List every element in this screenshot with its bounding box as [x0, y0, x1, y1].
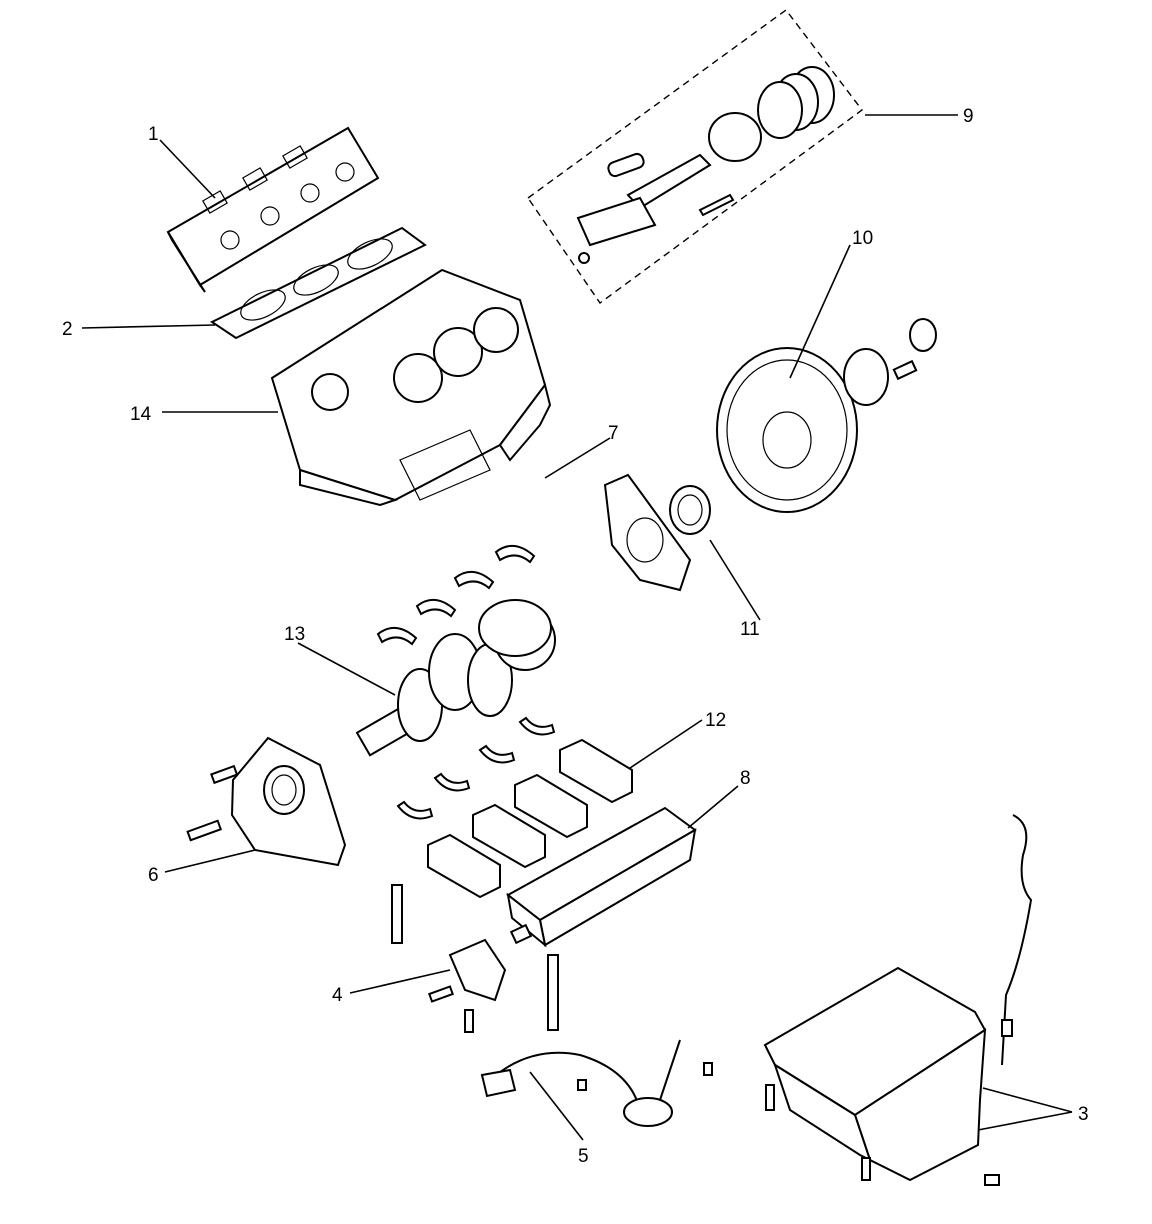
- callout-3: 3: [1078, 1104, 1089, 1125]
- callout-11: 11: [740, 619, 760, 640]
- dipstick: [1001, 814, 1033, 1066]
- leader-lines: [81, 114, 1073, 1141]
- callout-4: 4: [332, 985, 343, 1006]
- callout-8: 8: [740, 768, 751, 789]
- piston-assembly: [527, 9, 863, 304]
- callout-labels: 1 2 3 4 5 6 7 8 9 10 11 12 13 14: [62, 106, 1089, 1167]
- oil-pickup-tube: [480, 1039, 713, 1127]
- oil-pump-drive: [428, 938, 507, 1033]
- main-bearing-caps: [391, 738, 633, 944]
- callout-12: 12: [705, 710, 726, 731]
- bedplate: [506, 806, 697, 1031]
- head-gasket: [210, 226, 427, 340]
- callout-10: 10: [852, 228, 873, 249]
- flywheel: [716, 318, 937, 513]
- callout-7: 7: [608, 423, 619, 444]
- callout-13: 13: [284, 624, 305, 645]
- crankshaft: [355, 599, 556, 757]
- rear-seal-housing: [603, 473, 711, 592]
- callout-5: 5: [578, 1146, 589, 1167]
- bearing-shells-lower: [396, 716, 556, 820]
- callout-1: 1: [148, 124, 159, 145]
- callout-14: 14: [130, 404, 152, 425]
- oil-pan: [763, 966, 1000, 1186]
- front-cover: [186, 736, 347, 867]
- callout-9: 9: [963, 106, 974, 127]
- engine-block: [270, 268, 552, 507]
- bearing-shells-upper: [376, 545, 536, 646]
- callout-2: 2: [62, 319, 73, 340]
- callout-6: 6: [148, 865, 159, 886]
- cylinder-head: [166, 126, 380, 293]
